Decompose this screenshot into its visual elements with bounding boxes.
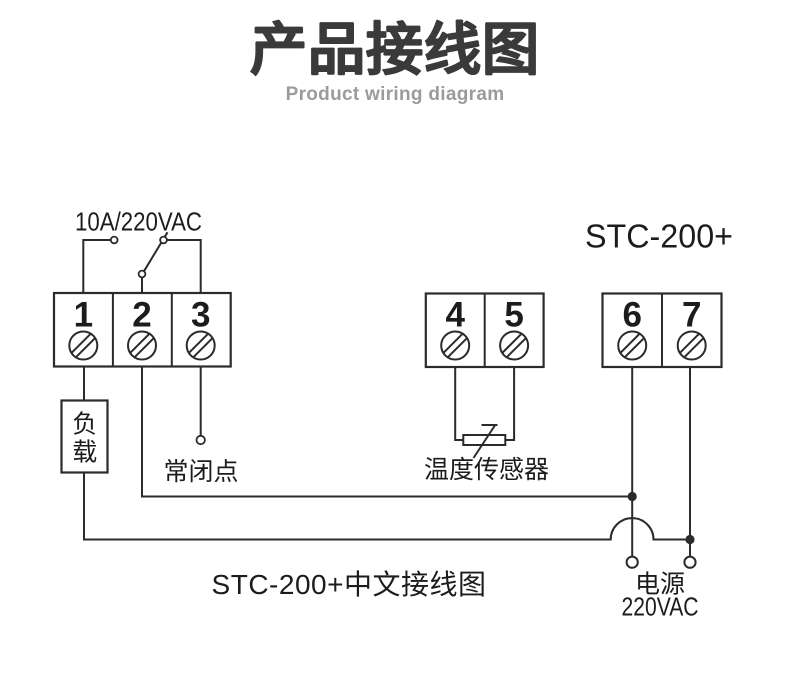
screw-icon <box>617 330 648 361</box>
load-label-char-1: 负 <box>72 411 97 439</box>
terminal-6-number: 6 <box>622 296 641 335</box>
screw-icon <box>440 330 471 361</box>
terminal-block-67: 6 7 <box>601 292 723 369</box>
page-title: 产品接线图 <box>250 18 540 82</box>
sensor-branch-wires <box>454 366 516 441</box>
terminal-4-number: 4 <box>445 296 465 335</box>
terminal-1-number: 1 <box>74 296 93 335</box>
terminal-2-number: 2 <box>132 296 151 335</box>
model-label: STC-200+ <box>585 218 733 255</box>
relay-switch: 10A/220VAC <box>75 207 202 293</box>
power-label: 电源 <box>635 571 685 599</box>
screw-icon <box>68 330 99 361</box>
screw-icon <box>185 330 216 361</box>
power-plug-terminals: 电源 220VAC <box>622 555 699 622</box>
load-branch-wires <box>83 366 690 541</box>
terminal-block-123: 1 2 3 <box>52 291 232 368</box>
nc-point-label: 常闭点 <box>163 458 238 486</box>
power-branch-wires <box>631 366 691 557</box>
terminal-3-number: 3 <box>191 296 210 335</box>
header: 产品接线图 Product wiring diagram <box>0 18 790 106</box>
switch-contact-left <box>109 235 119 245</box>
screw-icon <box>127 330 157 361</box>
relay-rating-label: 10A/220VAC <box>75 207 202 237</box>
wire-terminal2-to-terminal6 <box>141 366 633 498</box>
junction-dot <box>627 491 637 502</box>
thermistor-symbol: 温度传感器 <box>424 423 549 484</box>
junction-dot <box>685 534 695 545</box>
wire-load-to-terminal7 <box>83 472 690 541</box>
nc-point: 常闭点 <box>163 434 239 486</box>
load-label-char-2: 载 <box>72 439 97 467</box>
page-subtitle: Product wiring diagram <box>285 84 505 105</box>
switch-pivot <box>137 269 147 279</box>
power-voltage-label: 220VAC <box>622 592 699 622</box>
temp-sensor-label: 温度传感器 <box>424 456 549 484</box>
screw-icon <box>499 330 530 361</box>
load-box: 负 载 <box>60 399 109 474</box>
terminal-5-number: 5 <box>504 296 523 335</box>
terminal-7-number: 7 <box>682 296 701 335</box>
screw-icon <box>676 330 707 361</box>
diagram-caption: STC-200+中文接线图 <box>212 569 487 600</box>
terminal-block-45: 4 5 <box>424 292 545 369</box>
switch-contact-right <box>159 235 168 245</box>
